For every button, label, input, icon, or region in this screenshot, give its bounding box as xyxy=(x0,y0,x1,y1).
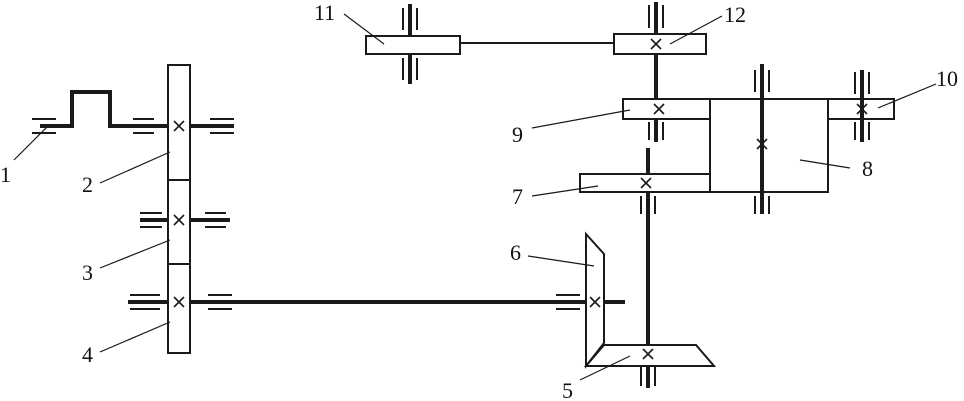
label-5: 5 xyxy=(562,378,573,401)
bevel-gear-6 xyxy=(585,231,605,369)
label-12: 12 xyxy=(724,2,746,27)
leader-7 xyxy=(531,185,599,197)
gear-12 xyxy=(613,33,707,55)
gear-8 xyxy=(709,98,829,193)
bevel-gear-6-center-mark xyxy=(589,296,601,308)
leader-1 xyxy=(13,125,49,161)
shaft-gear-8 xyxy=(754,64,770,214)
label-10: 10 xyxy=(936,66,958,91)
label-9: 9 xyxy=(512,122,523,147)
shaft-gear-12-to-9 xyxy=(648,2,664,142)
leader-3 xyxy=(99,239,171,269)
label-8: 8 xyxy=(862,156,873,181)
gear-9 xyxy=(622,98,711,120)
vertical-shaft-7-5 xyxy=(640,148,656,388)
shaft-gear-4-to-bevel-6 xyxy=(128,294,625,310)
shaft-gear-3 xyxy=(140,212,230,228)
leader-4 xyxy=(99,321,171,353)
leader-2 xyxy=(99,151,171,184)
leader-5 xyxy=(579,355,631,381)
leader-11 xyxy=(343,13,385,45)
gear-3 xyxy=(167,179,191,265)
gear-4 xyxy=(167,263,191,354)
gear-2 xyxy=(167,64,191,181)
label-2: 2 xyxy=(82,172,93,197)
leader-12 xyxy=(669,15,723,45)
gear-9-center-mark xyxy=(653,103,665,115)
label-6: 6 xyxy=(510,240,521,265)
shaft-gear-10 xyxy=(854,70,870,142)
gear-2-center-mark xyxy=(173,120,185,132)
gear-11 xyxy=(365,35,461,55)
gear-7-center-mark xyxy=(640,177,652,189)
label-3: 3 xyxy=(82,260,93,285)
label-11: 11 xyxy=(314,0,335,25)
label-7: 7 xyxy=(512,184,523,209)
leader-9 xyxy=(531,109,631,129)
leader-8 xyxy=(799,159,851,169)
leader-10 xyxy=(877,83,937,109)
label-4: 4 xyxy=(82,342,93,367)
input-crankshaft xyxy=(32,90,234,134)
leader-6 xyxy=(527,255,595,267)
label-1: 1 xyxy=(0,162,11,187)
gear-12-center-mark xyxy=(650,38,662,50)
